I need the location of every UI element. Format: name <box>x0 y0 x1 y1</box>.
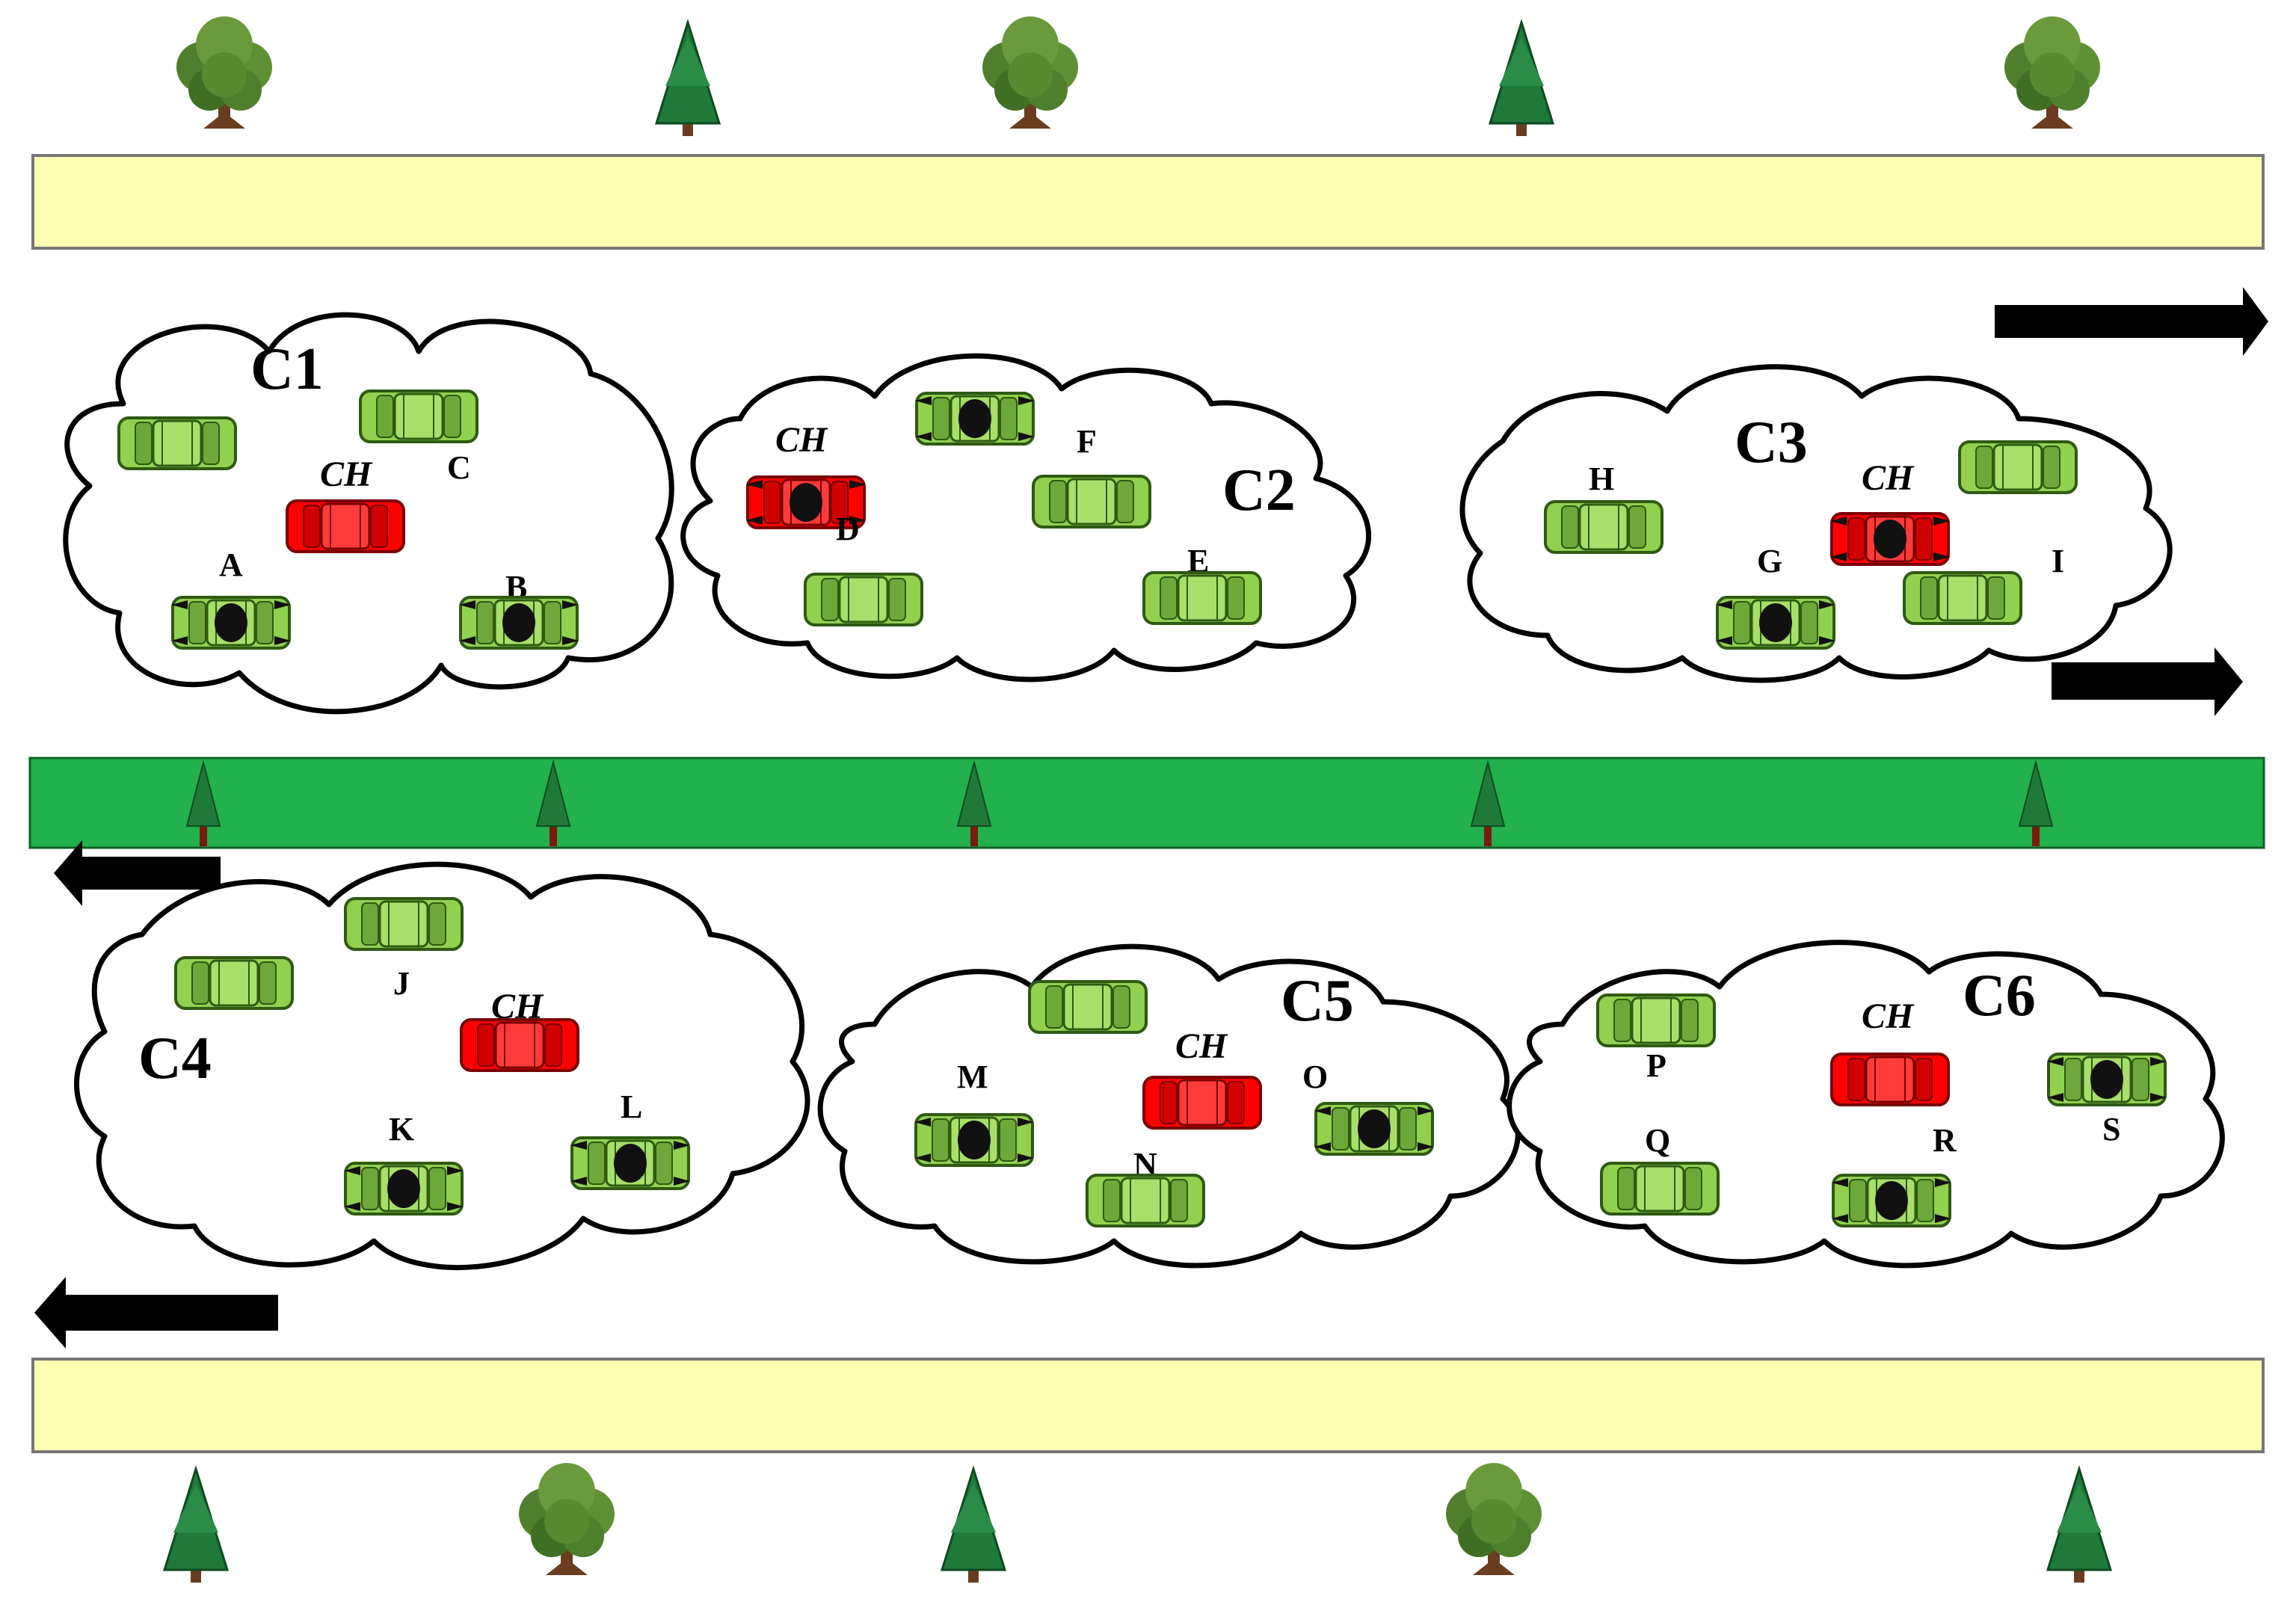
cluster-head-label: CH <box>1175 1026 1228 1066</box>
cluster-head-vehicle-icon <box>1142 1076 1262 1130</box>
cluster-label: C4 <box>138 1026 212 1091</box>
upper-direction-arrows <box>1995 287 2268 716</box>
bottom-sidewalk <box>31 1358 2265 1453</box>
cluster-head-vehicle-icon <box>1830 1053 1950 1106</box>
cluster-c4: C4 J CH K L <box>74 861 810 1270</box>
vehicle-label: A <box>219 546 243 583</box>
vehicle-icon <box>1142 571 1262 625</box>
cluster-c6: C6 P CH S Q R <box>1506 940 2225 1269</box>
vehicle-label: M <box>957 1059 988 1095</box>
vehicle-label: K <box>389 1111 414 1148</box>
vehicle-icon <box>1544 500 1663 554</box>
vehicle-label: D <box>836 511 860 547</box>
cluster-c1: C1 C CH A B <box>63 312 674 715</box>
vehicle-icon <box>1032 475 1151 529</box>
cluster-label: C5 <box>1281 968 1354 1034</box>
top-sidewalk <box>31 154 2265 250</box>
cluster-c3: C3 CH H G I <box>1459 364 2173 683</box>
vehicle-icon <box>804 573 923 626</box>
right-arrow-icon <box>2052 647 2243 716</box>
vehicle-icon <box>1596 994 1716 1047</box>
vehicle-label: G <box>1757 543 1782 579</box>
vehicle-icon <box>1600 1162 1720 1216</box>
right-arrow-icon <box>1995 287 2268 356</box>
vehicle-label: Q <box>1645 1122 1670 1159</box>
cluster-label: C1 <box>250 336 324 402</box>
vehicle-label: F <box>1077 423 1097 460</box>
median-strip <box>28 757 2265 849</box>
left-arrow-icon <box>34 1277 278 1349</box>
left-arrow-icon <box>54 840 221 906</box>
vehicle-label: H <box>1589 460 1614 497</box>
cluster-c2: C2 CH D F E <box>680 353 1372 683</box>
vehicle-label: L <box>621 1088 642 1125</box>
vehicle-icon <box>359 389 478 443</box>
vehicle-icon <box>1958 440 2078 494</box>
cluster-label: C6 <box>1963 963 2036 1029</box>
cluster-head-vehicle-icon <box>286 499 405 553</box>
vehicle-label: O <box>1302 1059 1328 1095</box>
lower-direction-arrows <box>34 840 278 1349</box>
cluster-head-vehicle-icon <box>460 1018 579 1072</box>
cluster-head-label: CH <box>1862 458 1915 498</box>
cluster-label: C3 <box>1735 410 1808 475</box>
cluster-c5: C5 CH M O N <box>817 943 1521 1269</box>
vehicle-label: P <box>1646 1047 1666 1084</box>
vehicle-label: I <box>2052 543 2064 579</box>
vehicle-icon <box>1903 571 2022 625</box>
vehicle-label: C <box>447 449 471 486</box>
vehicle-icon <box>174 956 294 1010</box>
vehicle-label: S <box>2102 1111 2120 1148</box>
cluster-head-label: CH <box>775 420 828 460</box>
cluster-head-label: CH <box>1862 996 1915 1036</box>
vehicle-icon <box>1028 980 1148 1034</box>
vehicle-icon <box>1086 1174 1205 1227</box>
vehicle-icon <box>344 897 464 951</box>
cluster-head-label: CH <box>320 455 373 494</box>
cluster-label: C2 <box>1222 458 1296 523</box>
vehicle-label: J <box>393 965 410 1002</box>
vehicle-label: R <box>1933 1122 1957 1159</box>
vehicle-icon <box>117 416 237 470</box>
